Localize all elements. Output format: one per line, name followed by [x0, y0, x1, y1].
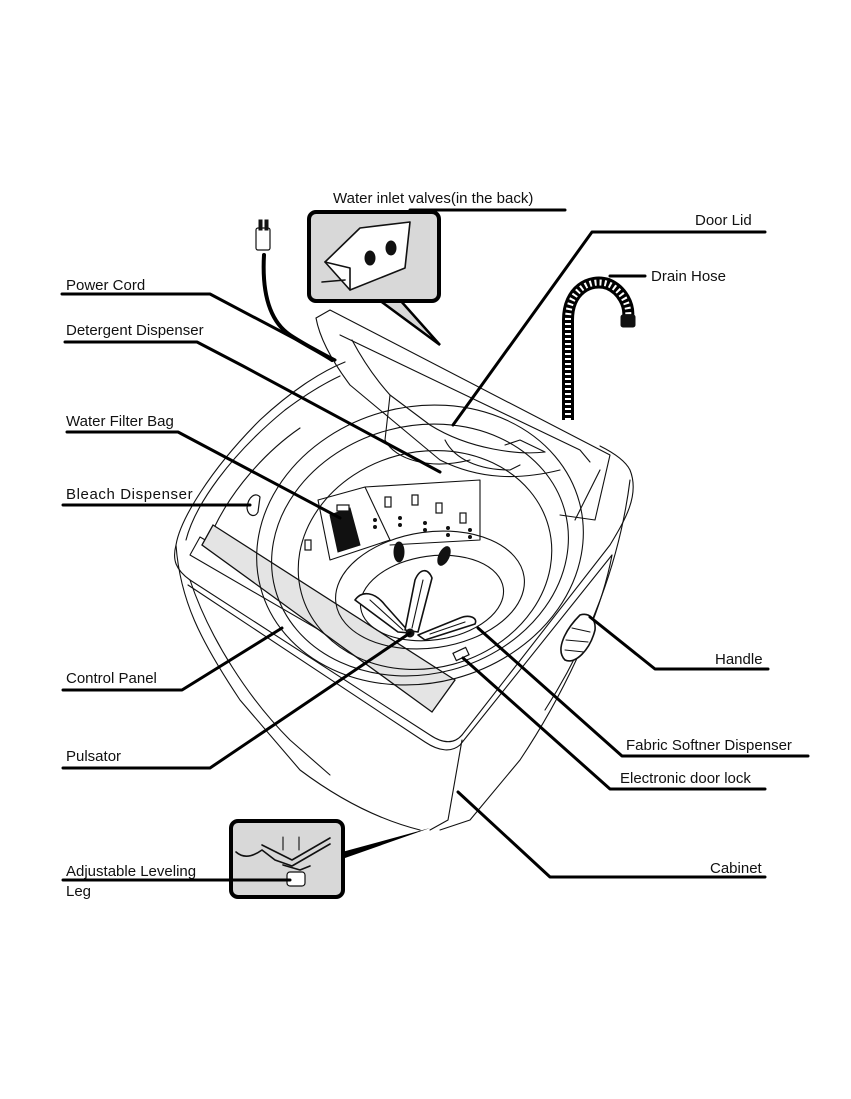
door-lock-drawing [453, 647, 469, 660]
label-adjustable-leveling-leg-line2: Leg [66, 883, 91, 900]
label-bleach-dispenser: Bleach Dispenser [66, 486, 193, 503]
label-handle: Handle [715, 651, 763, 668]
label-water-filter-bag: Water Filter Bag [66, 413, 174, 430]
water-inlet-valves-inset [309, 212, 440, 345]
handle-drawing [561, 614, 595, 661]
leader-detergent [65, 342, 440, 472]
label-detergent-dispenser: Detergent Dispenser [66, 322, 204, 339]
label-power-cord: Power Cord [66, 277, 145, 294]
label-door-lid: Door Lid [695, 212, 752, 229]
label-pulsator: Pulsator [66, 748, 121, 765]
label-adjustable-leveling-leg: Adjustable Leveling [66, 863, 196, 880]
label-cabinet: Cabinet [710, 860, 762, 877]
label-control-panel: Control Panel [66, 670, 157, 687]
leveling-leg-inset [231, 821, 430, 897]
label-drain-hose: Drain Hose [651, 268, 726, 285]
drain-hose-drawing [568, 283, 635, 421]
label-water-inlet-valves: Water inlet valves(in the back) [333, 190, 533, 207]
cabinet-drawing [175, 362, 634, 830]
label-fabric-softener-dispenser: Fabric Softner Dispenser [626, 737, 792, 754]
leader-door-lid [453, 232, 765, 425]
label-electronic-door-lock: Electronic door lock [620, 770, 751, 787]
